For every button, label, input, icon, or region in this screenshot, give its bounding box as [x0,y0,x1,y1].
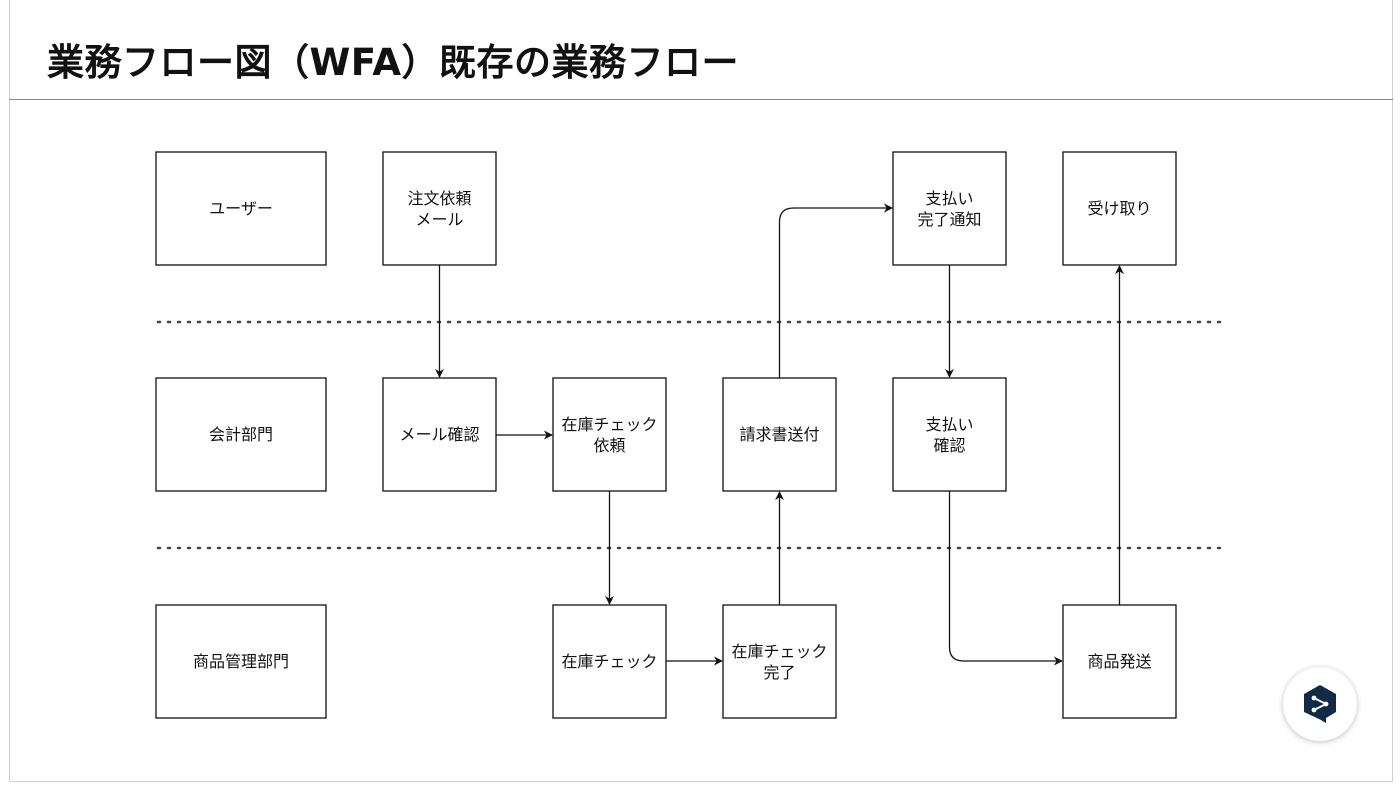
title-bar: 業務フロー図（WFA）既存の業務フロー [9,0,1393,100]
slide-frame [9,0,1393,782]
page-title: 業務フロー図（WFA）既存の業務フロー [47,41,739,84]
node-box-order-mail [382,151,497,266]
translate-fab-button[interactable] [1283,667,1357,741]
node-box-payment-notice [892,151,1007,266]
edge-invoice-send-to-payment-notice [778,203,893,378]
node-box-receive [1062,151,1177,266]
lane-box-user [155,151,327,266]
node-box-stock-check [552,604,667,719]
node-box-stock-done [722,604,837,719]
node-box-ship [1062,604,1177,719]
node-box-mail-check [382,377,497,492]
lane-box-product [155,604,327,719]
edge-payment-confirm-to-ship [948,491,1063,666]
node-box-stock-request [552,377,667,492]
node-box-invoice-send [722,377,837,492]
lane-box-accounting [155,377,327,492]
deepl-logo-icon [1304,685,1336,723]
node-box-payment-confirm [892,377,1007,492]
